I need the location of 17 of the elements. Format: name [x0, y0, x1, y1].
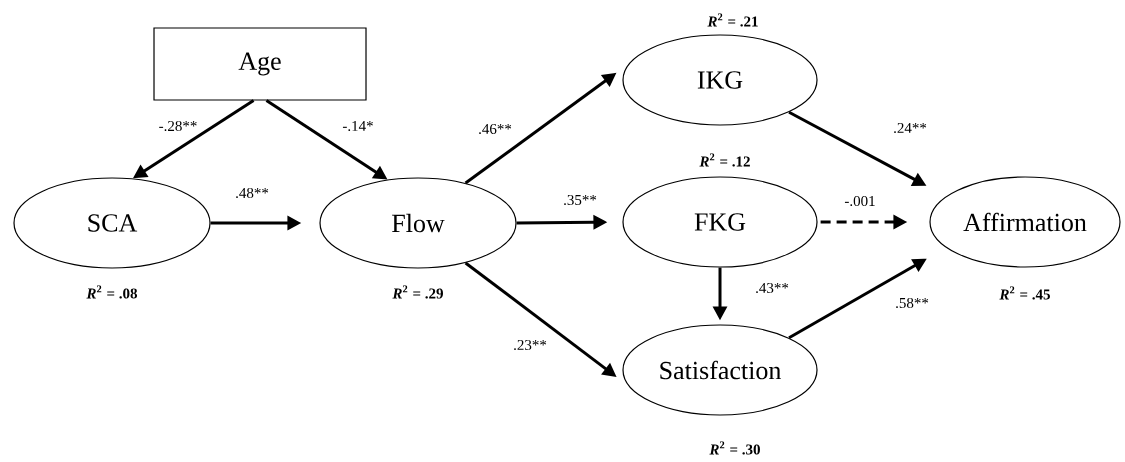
edge-label: -.28** — [159, 120, 197, 132]
edge-label: .43** — [756, 282, 789, 294]
r-squared-label: R$^{2}$ = .21 — [707, 13, 758, 27]
edge-label: .24** — [894, 122, 927, 134]
edge-label: .48** — [236, 187, 269, 199]
edge-label: .35** — [564, 194, 597, 206]
r-squared-label: R$^{2}$ = .30 — [709, 441, 760, 455]
r-squared-label: R$^{2}$ = .12 — [699, 153, 750, 167]
r-squared-label: R$^{2}$ = .08 — [86, 285, 138, 299]
edge-label: -.14* — [342, 120, 373, 132]
r-squared-label: R$^{2}$ = .29 — [392, 285, 443, 299]
edge-label: .46** — [479, 123, 512, 135]
edge-label: -.001 — [844, 195, 875, 207]
r-squared-label: R$^{2}$ = .45 — [999, 286, 1050, 300]
edge-label: .58** — [896, 297, 929, 309]
edge-label: .23** — [514, 339, 547, 351]
variable-box: Age — [153, 27, 367, 101]
